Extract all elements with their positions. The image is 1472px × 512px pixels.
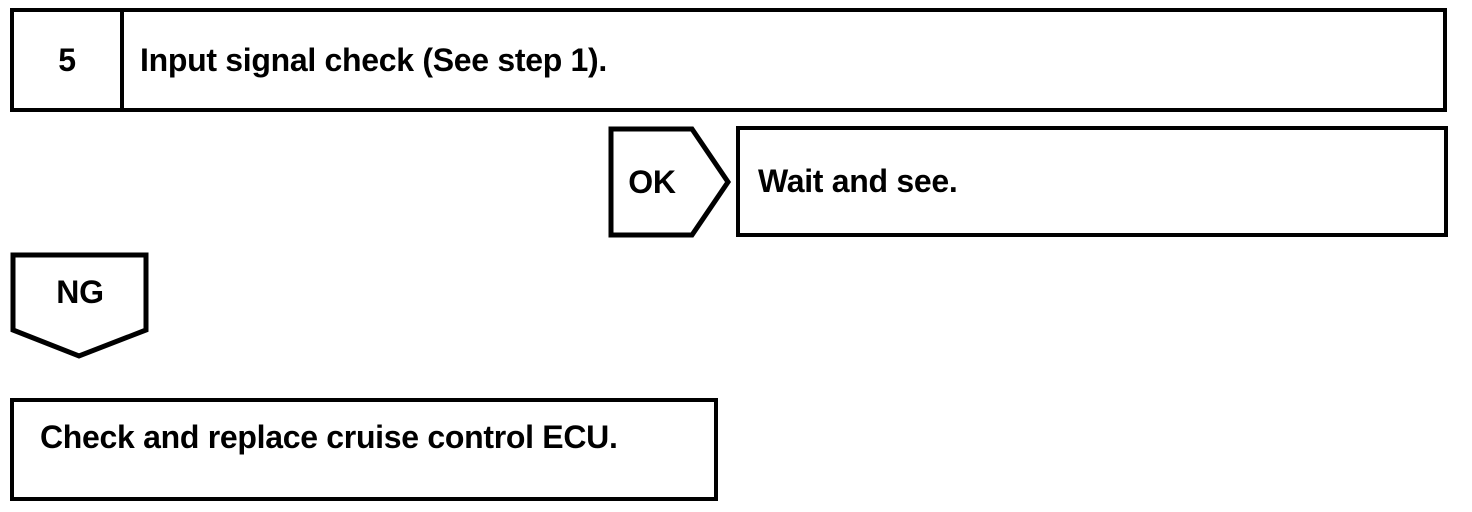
ok-result-box: Wait and see. <box>736 126 1448 237</box>
step-number: 5 <box>58 41 76 78</box>
ng-branch-pentagon: NG <box>10 252 150 359</box>
ng-pentagon-outline <box>10 252 149 359</box>
step-header-box: 5 Input signal check (See step 1). <box>10 8 1447 112</box>
step-number-cell: 5 <box>14 12 124 108</box>
ng-result-text: Check and replace cruise control ECU. <box>40 419 618 455</box>
ok-label: OK <box>628 163 676 200</box>
ok-result-text: Wait and see. <box>758 163 958 199</box>
ng-label: NG <box>56 273 104 310</box>
ok-pentagon-outline <box>608 126 732 238</box>
right-arrow-pentagon-icon <box>608 126 732 238</box>
ng-result-box: Check and replace cruise control ECU. <box>10 398 718 501</box>
down-arrow-pentagon-icon <box>10 252 149 359</box>
ok-branch-pentagon: OK <box>608 126 732 238</box>
step-description-cell: Input signal check (See step 1). <box>124 42 607 79</box>
step-title: Input signal check (See step 1). <box>140 41 607 78</box>
